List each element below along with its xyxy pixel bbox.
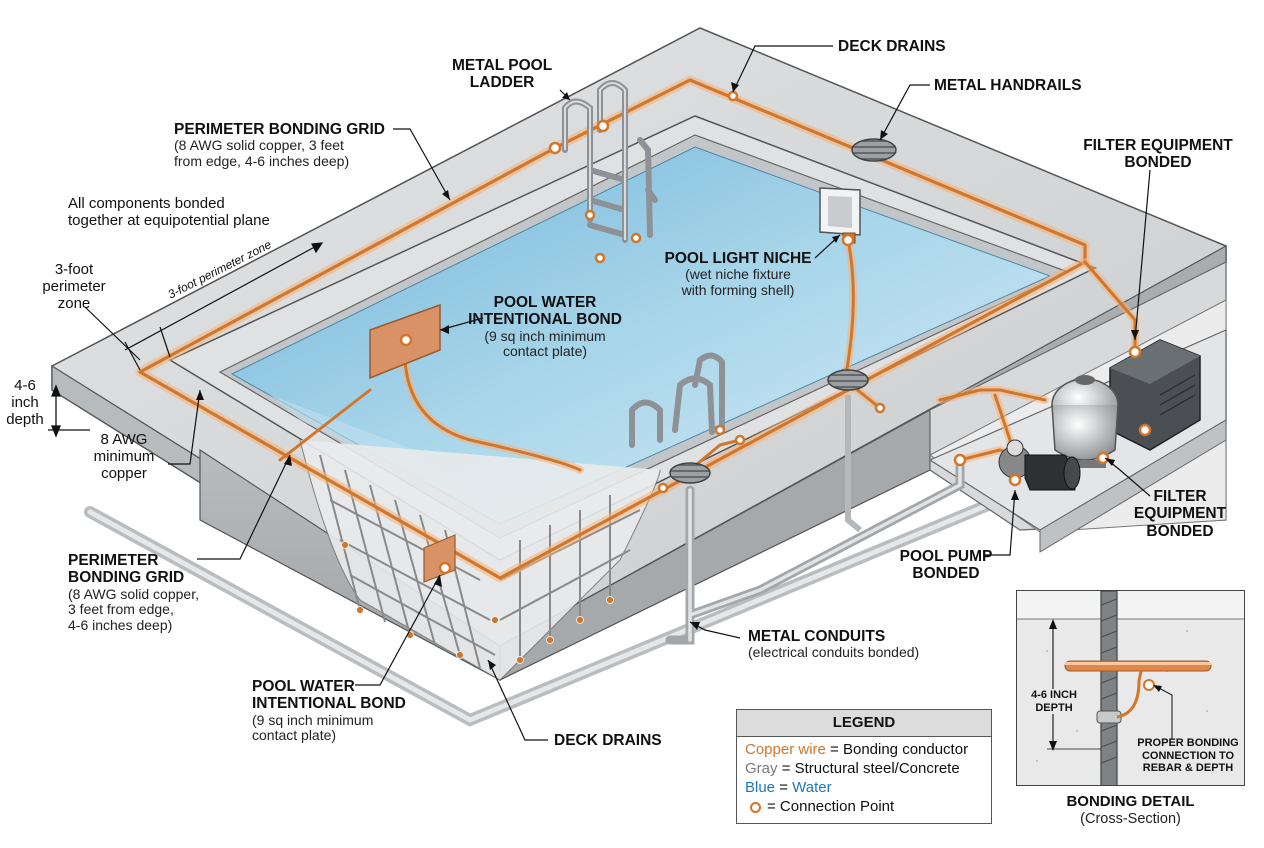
all-bonded-line-2: together at equipotential plane [68, 212, 270, 230]
label-8awg: 8 AWG minimum copper [86, 431, 162, 483]
legend-blue-eq: = [779, 779, 788, 796]
ladder-line-1: METAL POOL [452, 57, 553, 74]
label-water-bond-center: POOL WATER INTENTIONAL BOND (9 sq inch m… [460, 294, 630, 360]
ladder-line-2: LADDER [469, 74, 535, 92]
label-zone-left: 3-foot perimeter zone [38, 261, 110, 313]
water-bond-center-title-2: INTENTIONAL BOND [468, 311, 622, 329]
label-perimeter-grid-bottom: PERIMETER BONDING GRID (8 AWG solid copp… [68, 552, 199, 634]
grid-top-sub-2: from edge, 4-6 inches deep) [174, 153, 350, 170]
zone-left-2: perimeter [42, 277, 106, 295]
legend-gray-val: = Structural steel/Concrete [781, 760, 960, 777]
water-bond-center-sub-1: (9 sq inch minimum [484, 327, 606, 344]
legend-copper-key: Copper wire [745, 741, 826, 758]
depth-3: depth [6, 410, 44, 428]
water-bond-bottom-title-1: POOL WATER [252, 678, 355, 695]
label-all-bonded: All components bonded together at equipo… [68, 195, 270, 230]
label-filter-top: FILTER EQUIPMENT BONDED [1078, 137, 1238, 172]
detail-subtitle: (Cross-Section) [1080, 810, 1181, 827]
grid-bottom-sub-3: 4-6 inches deep) [68, 617, 173, 634]
label-metal-pool-ladder: METAL POOL LADDER [452, 57, 552, 92]
legend-title: LEGEND [737, 710, 991, 737]
filter-equipment [1051, 339, 1201, 468]
label-deck-drains-bottom: DECK DRAINS [554, 732, 662, 749]
detail-depth-1: 4-6 INCH [1031, 689, 1077, 701]
legend-dot-val: = Connection Point [767, 798, 895, 815]
filter-top-2: BONDED [1124, 154, 1192, 172]
detail-title: BONDING DETAIL [1066, 793, 1195, 810]
detail-connection-label: PROPER BONDING CONNECTION TO REBAR & DEP… [1135, 737, 1241, 775]
water-bond-bottom-sub-1: (9 sq inch minimum [252, 711, 374, 728]
legend-row-blue: Blue = Water [737, 778, 991, 797]
detail-depth-label: 4-6 INCH DEPTH [1021, 689, 1087, 715]
connection-point-icon [750, 801, 761, 813]
pump-1: POOL PUMP [899, 548, 993, 565]
water-bond-bottom-title-2: INTENTIONAL BOND [252, 695, 406, 713]
filter-right-1: FILTER [1153, 488, 1207, 505]
pump-2: BONDED [912, 565, 980, 583]
label-water-bond-bottom: POOL WATER INTENTIONAL BOND (9 sq inch m… [252, 678, 406, 744]
legend-copper-val: = Bonding conductor [830, 741, 969, 758]
filter-right-3: BONDED [1146, 522, 1214, 540]
legend-row-connection: = Connection Point [737, 797, 991, 816]
water-bond-center-sub-2: contact plate) [502, 343, 588, 360]
grid-bottom-sub-2: 3 feet from edge, [68, 601, 174, 618]
conduits-title: METAL CONDUITS [748, 628, 886, 645]
awg-2: minimum [93, 447, 155, 465]
connection-points [399, 90, 1152, 575]
legend-row-copper: Copper wire = Bonding conductor [737, 740, 991, 759]
perimeter-zone-marker [124, 242, 324, 371]
label-light-niche: POOL LIGHT NICHE (wet niche fixture with… [658, 250, 818, 299]
grid-top-sub-1: (8 AWG solid copper, 3 feet [174, 137, 344, 154]
light-niche-title: POOL LIGHT NICHE [664, 250, 812, 267]
legend-box: LEGEND Copper wire = Bonding conductor G… [736, 709, 992, 824]
label-pool-pump: POOL PUMP BONDED [896, 548, 996, 583]
bonding-detail-panel: 4-6 INCH DEPTH PROPER BONDING CONNECTION… [1016, 590, 1245, 786]
label-perimeter-grid-top: PERIMETER BONDING GRID (8 AWG solid copp… [174, 121, 385, 170]
underground-conduit [84, 494, 1006, 727]
bonding-detail-drawing [1017, 591, 1244, 785]
rebar-cutaway [299, 439, 661, 681]
light-niche-sub-2: with forming shell) [681, 282, 795, 299]
detail-conn-2: CONNECTION TO [1141, 749, 1235, 762]
depth-2: inch [11, 393, 39, 411]
legend-blue-val: Water [792, 779, 832, 796]
detail-conn-3: REBAR & DEPTH [1142, 762, 1234, 775]
label-filter-right: FILTER EQUIPMENT BONDED [1126, 488, 1234, 540]
detail-depth-2: DEPTH [1035, 701, 1073, 714]
depth-dimension [48, 384, 90, 438]
grid-bottom-sub-1: (8 AWG solid copper, [68, 585, 199, 602]
arrowheads [196, 82, 1139, 670]
label-metal-handrails: METAL HANDRAILS [934, 77, 1082, 94]
grid-bottom-title-2: BONDING GRID [68, 569, 185, 587]
detail-caption: BONDING DETAIL (Cross-Section) [1016, 793, 1245, 827]
label-metal-conduits: METAL CONDUITS (electrical conduits bond… [748, 628, 919, 661]
filter-top-1: FILTER EQUIPMENT [1083, 137, 1233, 154]
zone-left-3: zone [57, 294, 91, 312]
label-deck-drains-top: DECK DRAINS [838, 38, 946, 55]
deck-drains [669, 138, 897, 484]
legend-row-gray: Gray = Structural steel/Concrete [737, 759, 991, 778]
metal-handrails [629, 352, 725, 448]
water-bond-bottom-sub-2: contact plate) [252, 727, 337, 744]
all-bonded-line-1: All components bonded [68, 195, 225, 212]
metal-conduits [665, 395, 965, 645]
legend-blue-key: Blue [745, 779, 776, 796]
conduits-sub: (electrical conduits bonded) [748, 644, 920, 661]
grid-bottom-title-1: PERIMETER [68, 552, 159, 569]
legend-gray-key: Gray [745, 760, 778, 777]
depth-1: 4-6 [14, 377, 36, 394]
zone-left-1: 3-foot [54, 261, 94, 278]
awg-1: 8 AWG [100, 431, 148, 448]
detail-conn-1: PROPER BONDING [1137, 737, 1239, 749]
light-niche-sub-1: (wet niche fixture [685, 266, 791, 283]
grid-top-title: PERIMETER BONDING GRID [174, 121, 385, 138]
filter-right-2: EQUIPMENT [1133, 505, 1227, 523]
water-bond-center-title-1: POOL WATER [493, 294, 597, 311]
pool-pump [998, 439, 1081, 491]
label-depth: 4-6 inch depth [0, 377, 50, 429]
awg-3: copper [101, 464, 147, 482]
